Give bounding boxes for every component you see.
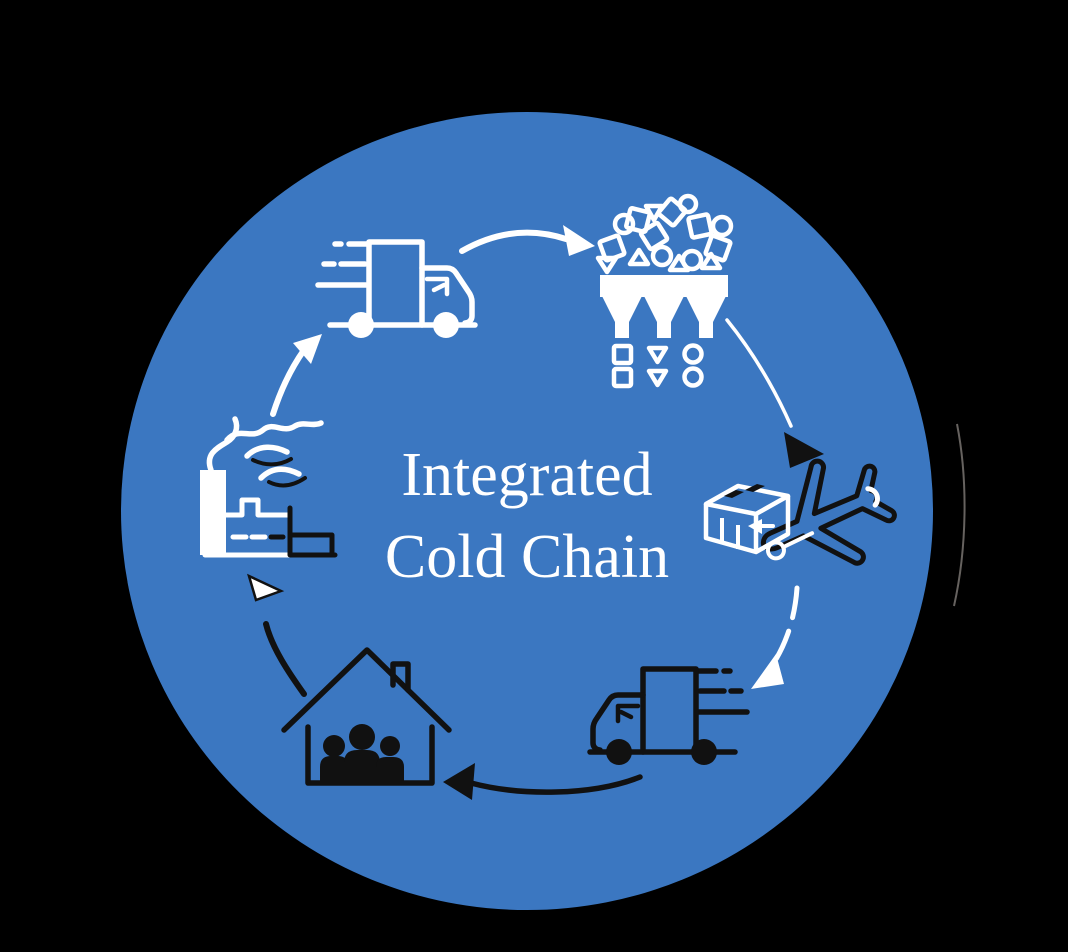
arrow-plane-to-truck: [751, 585, 800, 689]
household-family-icon: [281, 647, 452, 786]
air-freight-plane-with-package-icon: [703, 432, 897, 566]
arrow-household-to-factory: [247, 573, 307, 697]
family-silhouette: [320, 724, 404, 783]
hopper-input-shapes: [595, 193, 734, 275]
title-line-1: Integrated: [401, 441, 653, 509]
page-title: Integrated Cold Chain: [385, 434, 669, 598]
hopper-sorted-shapes: [611, 343, 704, 389]
edge-artifact-line: [953, 423, 966, 607]
arrow-truck-to-household: [443, 763, 643, 800]
arrow-sorting-to-plane: [725, 318, 793, 428]
factory-icon: [200, 416, 338, 558]
sorting-hopper-icon: [595, 193, 734, 389]
arrowhead-sorting-to-plane: [784, 432, 824, 468]
smoke-lines: [206, 416, 324, 481]
title-line-2: Cold Chain: [384, 523, 670, 591]
arrow-factory-to-truck: [270, 334, 322, 417]
cargo-package: [703, 483, 791, 555]
arrow-truck-to-sorting: [459, 225, 595, 256]
